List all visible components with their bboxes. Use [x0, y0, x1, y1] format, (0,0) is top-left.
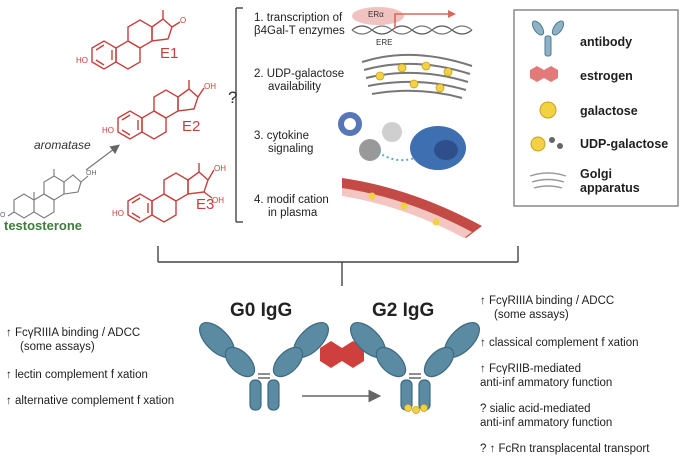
- testosterone-o-label: O: [0, 212, 6, 219]
- e3-label: E3: [196, 196, 215, 213]
- testosterone-structure: [7, 169, 89, 219]
- e2-structure: [117, 80, 205, 140]
- right-effect-1: ↑ FcγRIIIA binding / ADCC (some assays): [480, 294, 614, 322]
- legend-antibody-icon: [531, 20, 565, 57]
- galactose-in-golgi: [375, 61, 453, 93]
- step-3-line-1: 3. cytokine: [254, 130, 309, 142]
- e2-ho-label: HO: [102, 126, 114, 135]
- legend-golgi-icon: [529, 172, 567, 189]
- legend-galactose-label: galactose: [580, 104, 638, 118]
- aromatase-label: aromatase: [34, 138, 91, 152]
- question-mark: ?: [228, 88, 238, 107]
- e1-o-label: O: [180, 16, 187, 25]
- step-2-text: 2. UDP-galactose availability: [254, 68, 344, 94]
- right-effect-4-line-1: ? sialic acid-mediated: [480, 403, 591, 415]
- g0-igg-antibody: [199, 322, 329, 411]
- legend-udp-galactose-label: UDP-galactose: [580, 137, 669, 151]
- plasma-vessel-icon: [342, 178, 482, 238]
- aromatase-arrow: [85, 144, 120, 171]
- e3-ho-label: HO: [112, 209, 124, 218]
- connector-bracket: [157, 246, 519, 286]
- era-label: ERα: [368, 10, 384, 19]
- step-4-text: 4. modif cation in plasma: [254, 194, 329, 220]
- right-effect-4: ? sialic acid-mediated anti-inf ammatory…: [480, 402, 612, 430]
- e2-label: E2: [182, 118, 201, 135]
- legend-estrogen-icon: [530, 66, 558, 82]
- step-2-line-2: availability: [268, 81, 322, 93]
- right-effect-1-line-2: (some assays): [494, 309, 569, 321]
- testosterone-oh-label: OH: [86, 170, 97, 177]
- legend-golgi-label: Golgi apparatus: [580, 167, 640, 195]
- testosterone-label: testosterone: [4, 218, 83, 233]
- legend-antibody-label: antibody: [580, 35, 633, 49]
- estrogen-molecule-icon: [320, 341, 364, 368]
- right-effect-2: ↑ classical complement f xation: [480, 337, 639, 349]
- right-effect-3-line-1: ↑ FcγRIIB-mediated: [480, 363, 581, 375]
- e1-structure: [91, 10, 181, 70]
- e3-oh-top-label: OH: [214, 164, 226, 173]
- cytokine-signaling-icon: [338, 112, 466, 170]
- step-3-line-2: signaling: [268, 143, 314, 155]
- step-4-line-2: in plasma: [268, 207, 318, 219]
- g2-galactose-residues: [404, 404, 428, 414]
- g2-hinge: [409, 373, 421, 379]
- right-effect-3-line-2: anti-inf ammatory function: [480, 377, 613, 389]
- left-effect-1: ↑ FcγRIIIA binding / ADCC (some assays): [6, 326, 140, 354]
- step-4-line-1: 4. modif cation: [254, 194, 329, 206]
- mechanism-bracket: [235, 7, 243, 223]
- g0-igg-title: G0 IgG: [230, 300, 293, 321]
- right-effect-1-line-1: ↑ FcγRIIIA binding / ADCC: [480, 295, 615, 307]
- step-3-text: 3. cytokine signaling: [254, 130, 313, 156]
- left-effect-1-line-2: (some assays): [20, 341, 95, 353]
- step-1-line-1: 1. transcription of: [254, 12, 343, 24]
- right-effect-5: ? ↑ FcRn transplacental transport: [480, 443, 650, 455]
- g2-igg-title: G2 IgG: [372, 300, 435, 321]
- legend-udp-galactose-icon: [530, 136, 563, 152]
- e2-oh-label: OH: [204, 82, 216, 91]
- ere-label: ERE: [376, 38, 393, 47]
- left-effect-1-line-1: ↑ FcγRIIIA binding / ADCC: [6, 327, 141, 339]
- e3-structure: [127, 163, 215, 223]
- right-effect-3: ↑ FcγRIIB-mediated anti-inf ammatory fun…: [480, 362, 612, 390]
- legend-estrogen-label: estrogen: [580, 69, 633, 83]
- step-2-line-1: 2. UDP-galactose: [254, 68, 345, 80]
- legend-galactose-icon: [539, 101, 557, 119]
- legend-golgi-line-2: apparatus: [580, 181, 640, 195]
- e1-ho-label: HO: [76, 56, 88, 65]
- left-effect-3: ↑ alternative complement f xation: [6, 395, 175, 407]
- g2-igg-antibody: [350, 322, 480, 411]
- e1-label: E1: [160, 45, 179, 62]
- step-1-line-2: β4Gal-T enzymes: [254, 25, 345, 37]
- legend-golgi-line-1: Golgi: [580, 167, 612, 181]
- gene-transcription-icon: [351, 7, 473, 35]
- e3-oh-bottom-label: OH: [212, 196, 224, 205]
- right-effect-4-line-2: anti-inf ammatory function: [480, 417, 613, 429]
- left-effect-2: ↑ lectin complement f xation: [6, 369, 148, 381]
- g0-hinge: [258, 373, 270, 379]
- step-1-text: 1. transcription of β4Gal-T enzymes: [254, 12, 345, 38]
